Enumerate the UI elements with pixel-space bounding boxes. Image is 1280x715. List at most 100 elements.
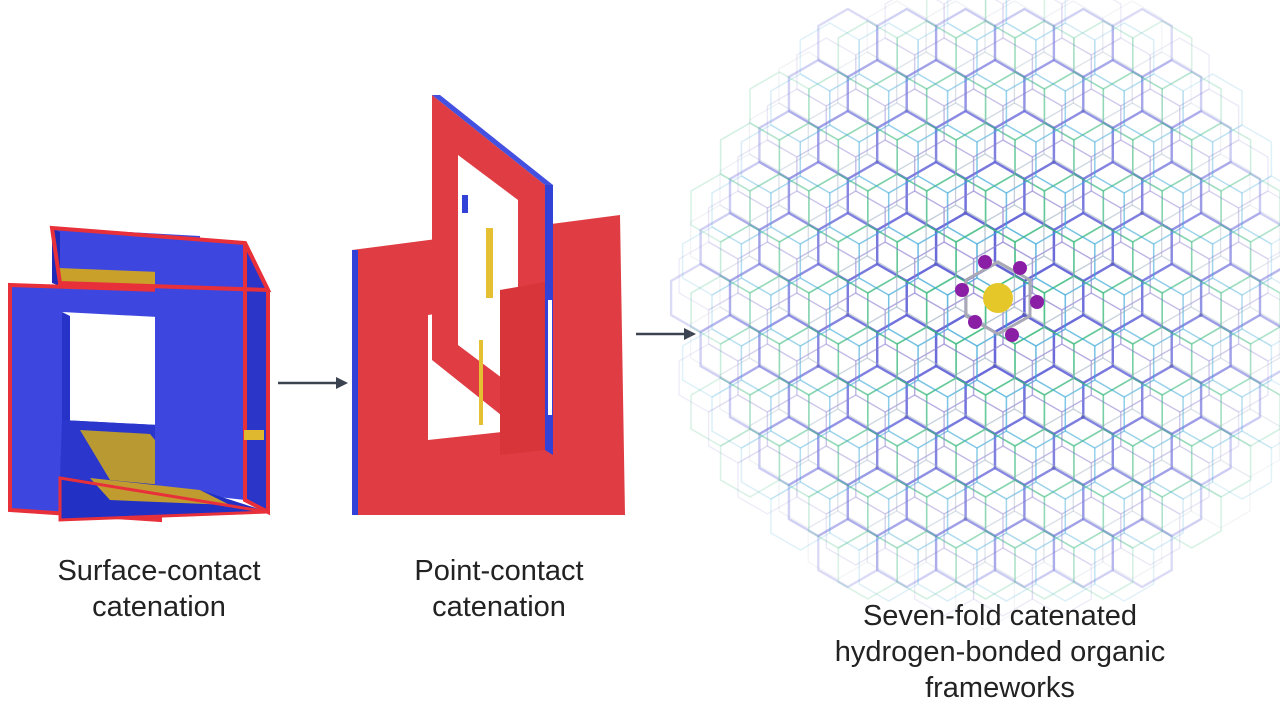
hex-cell [1072,357,1133,427]
hex-cell [855,445,916,515]
hex-cell [740,430,802,500]
hex-cell [855,343,916,413]
hof-network [669,0,1280,631]
hex-cell [866,306,927,376]
hex-cell [1219,204,1280,274]
hex-cell [1161,275,1222,345]
hex-cell [748,102,809,172]
hex-cell [855,139,916,209]
hex-cell [749,173,810,243]
hex-cell [1064,481,1125,551]
hex-cell [707,190,769,260]
hex-cell [737,241,798,311]
hex-cell [1190,224,1252,294]
hex-cell [778,153,839,223]
hex-cell [984,71,1046,141]
hex-cell [1190,153,1251,223]
hex-cell [1094,22,1155,92]
hex-cell [1140,58,1203,130]
hex-cell [876,7,938,79]
hex-cell [1199,364,1262,436]
hex-cell [837,255,898,325]
hex-cell [1052,415,1115,487]
hex-cell [770,73,831,143]
hex-cell [1043,377,1105,447]
hex-cell [749,377,810,447]
hex-cell [943,0,1004,56]
hex-cell [766,88,827,158]
hex-cell [749,275,810,345]
hex-cell [1035,22,1096,92]
hex-cell [1073,326,1134,396]
hex-cell [766,394,827,464]
hex-cell [1190,255,1251,325]
arrow-right-icon [278,377,348,389]
hex-cell [1131,51,1192,121]
hex-cell [884,496,945,566]
hex-cell [1190,459,1251,529]
hex-cell [917,430,978,500]
hex-cell [825,292,886,362]
hex-cell [943,88,1004,158]
hex-cell [1178,292,1240,362]
hex-cell [1090,139,1151,209]
hex-cell [837,20,899,90]
hex-cell [972,445,1034,515]
hex-cell [946,73,1008,143]
hex-cell [1102,479,1163,549]
hex-cell [1208,343,1269,413]
hex-cell [719,224,781,294]
hex-cell [976,532,1037,602]
hex-cell [1182,379,1243,449]
hex-cell [925,306,986,376]
hex-cell [1072,255,1133,325]
hex-cell [1123,379,1184,449]
hex-cell [1237,190,1280,260]
hex-cell [925,0,987,39]
hex-cell [866,204,927,274]
hex-cell [993,415,1056,487]
hex-cell [1182,277,1243,347]
hex-cell [896,153,957,223]
surface-contact-label: Surface-contact catenation [0,553,318,625]
surface-contact-label-line2: catenation [92,591,226,623]
hex-cell [866,408,927,478]
hex-cell [719,153,780,223]
hex-cell [770,175,831,245]
hex-cell [917,124,978,194]
hex-cell [825,394,886,464]
hex-cell [1102,71,1163,141]
hex-cell [972,139,1034,209]
hex-cell [719,255,780,325]
point-contact-label: Point-contact catenation [340,553,658,625]
hex-cell [1090,241,1151,311]
hex-cell [699,313,761,385]
hex-cell [796,343,857,413]
hex-cell [707,394,769,464]
hex-cell [1152,124,1214,194]
hex-cell [1211,124,1273,194]
hex-cell [858,124,919,194]
hex-cell [1002,292,1063,362]
hex-cell [681,328,743,398]
hof-label-line3: frameworks [925,672,1075,704]
hex-cell [858,328,919,398]
arrow-right-icon [636,328,696,340]
hex-cell [1178,88,1240,158]
hex-cell [681,226,743,296]
hex-cell [1131,153,1192,223]
hex-cell [954,51,1016,121]
node-dot [1051,465,1056,471]
hex-cell [896,51,957,121]
hex-cell [866,479,928,549]
hex-cell [807,408,868,478]
hex-cell [825,88,886,158]
hex-cell [1161,71,1222,141]
hex-cell [1073,20,1134,90]
hex-cell [778,122,840,192]
hex-cell [1014,428,1075,498]
hex-cell [807,102,868,172]
hex-cell [943,496,1004,566]
hex-cell [787,466,849,538]
